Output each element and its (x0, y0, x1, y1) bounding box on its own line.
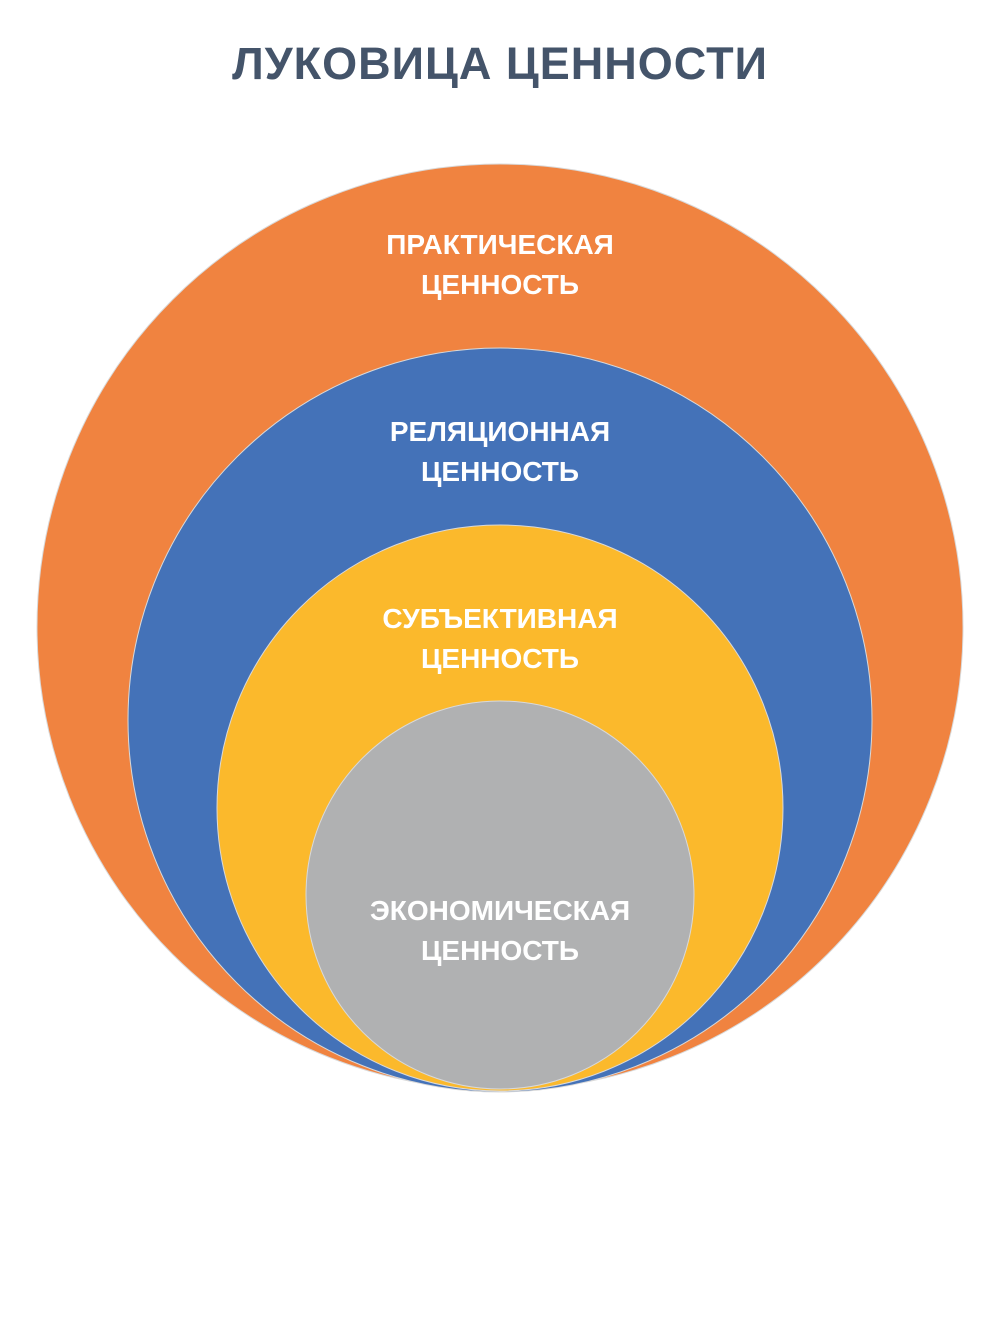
subjective-value-label-line2: ЦЕННОСТЬ (420, 643, 580, 674)
relational-value-label-line2: ЦЕННОСТЬ (420, 456, 580, 487)
subjective-value-label: СУБЪЕКТИВНАЯ ЦЕННОСТЬ (250, 599, 750, 679)
practical-value-label-line1: ПРАКТИЧЕСКАЯ (386, 229, 614, 260)
practical-value-label: ПРАКТИЧЕСКАЯ ЦЕННОСТЬ (250, 225, 750, 305)
relational-value-label-line1: РЕЛЯЦИОННАЯ (389, 416, 611, 447)
relational-value-label: РЕЛЯЦИОННАЯ ЦЕННОСТЬ (250, 412, 750, 492)
practical-value-label-line2: ЦЕННОСТЬ (420, 269, 580, 300)
economic-value-label: ЭКОНОМИЧЕСКАЯ ЦЕННОСТЬ (250, 891, 750, 971)
subjective-value-label-line1: СУБЪЕКТИВНАЯ (382, 603, 618, 634)
diagram-title: ЛУКОВИЦА ЦЕННОСТИ (232, 38, 768, 89)
economic-value-label-line1: ЭКОНОМИЧЕСКАЯ (369, 895, 631, 926)
economic-value-label-line2: ЦЕННОСТЬ (420, 935, 580, 966)
economic-value-core (305, 700, 695, 1090)
